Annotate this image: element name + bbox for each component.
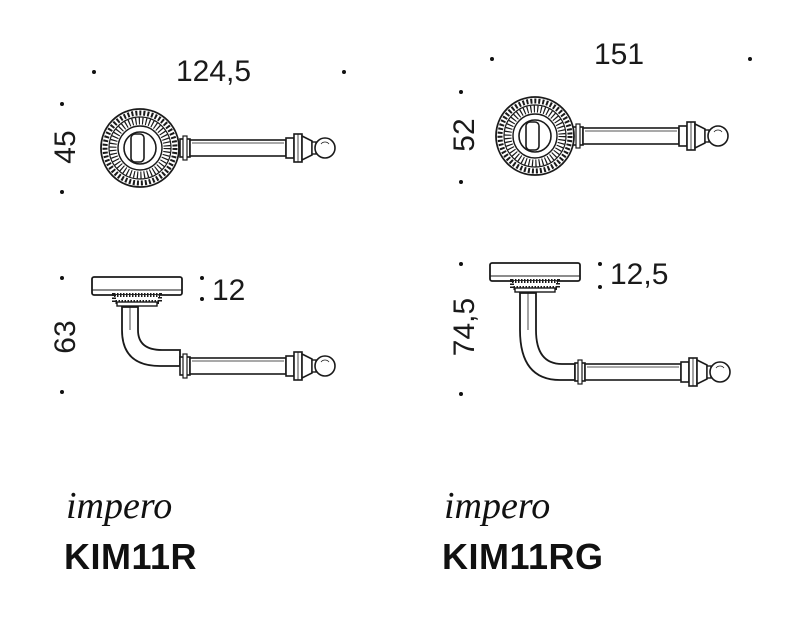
dimension-dot: [598, 262, 602, 266]
dimension-dot: [60, 102, 64, 106]
product-1-side-lever: [179, 351, 336, 381]
product-1-code: KIM11R: [64, 536, 198, 577]
product-2-top-view: [496, 97, 729, 175]
product-1-width-dimension: 124,5: [176, 55, 252, 88]
product-2-side-lever: [574, 357, 731, 387]
product-1-brand: impero: [66, 485, 173, 527]
product-1-side-height-dimension: 63: [49, 320, 82, 354]
product-1-side-view: [90, 275, 336, 381]
dimension-dot: [490, 57, 494, 61]
product-1-rose-thickness-dimension: 12: [212, 274, 246, 307]
dimension-dot: [200, 297, 204, 301]
product-2-code: KIM11RG: [442, 536, 604, 577]
product-1-top-view: [101, 109, 336, 187]
dimension-dot: [60, 390, 64, 394]
dimension-dot: [342, 70, 346, 74]
dimension-dot: [459, 180, 463, 184]
dimension-dot: [459, 90, 463, 94]
dimension-dot: [748, 57, 752, 61]
dimension-dot: [200, 276, 204, 280]
dimension-dot: [60, 190, 64, 194]
dimension-dot: [598, 285, 602, 289]
dimension-dot: [92, 70, 96, 74]
product-2-side-height-dimension: 74,5: [448, 297, 481, 357]
dimension-dot: [60, 276, 64, 280]
product-1-top-height-dimension: 45: [49, 130, 82, 164]
dimension-dot: [459, 262, 463, 266]
product-2-brand: impero: [444, 485, 551, 527]
product-2-width-dimension: 151: [594, 38, 645, 71]
product-2-top-height-dimension: 52: [448, 118, 481, 152]
product-2-side-view: [488, 261, 731, 387]
product-2-rose-thickness-dimension: 12,5: [610, 258, 669, 291]
dimension-dot: [459, 392, 463, 396]
